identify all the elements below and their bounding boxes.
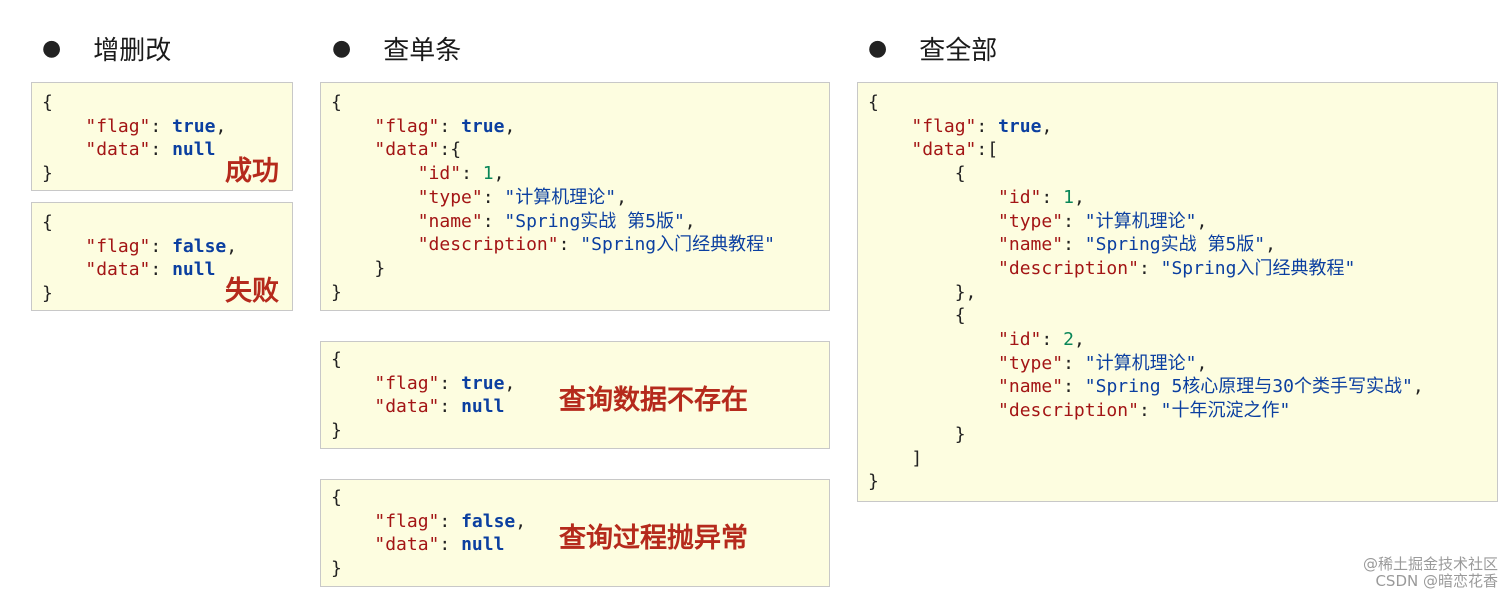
bullet-icon: ● [42,36,62,61]
code-block: { "flag": true, "data":[ { "id": 1, "typ… [868,92,1424,493]
label-exception: 查询过程抛异常 [559,523,748,554]
json-key: "type" [998,210,1064,232]
json-value: "Spring实战 第5版" [504,210,685,232]
code-box-single-success: { "flag": true, "data":{ "id": 1, "type"… [320,82,830,311]
code-block: { "flag": true, "data":{ "id": 1, "type"… [331,92,775,303]
json-key: "data" [374,534,440,556]
json-value: "计算机理论" [1084,352,1197,374]
json-key: "data" [85,139,151,161]
json-value: false [461,510,516,532]
code-box-single-exception: { "flag": false, "data": null } 查询过程抛异常 [320,479,830,587]
json-value: null [172,139,216,161]
json-key: "data" [85,259,151,281]
json-value: "十年沉淀之作" [1160,400,1291,422]
json-key: "description" [998,400,1139,422]
json-key: "id" [417,163,462,185]
json-value: true [172,115,216,137]
code-block: { "flag": true, "data": null } [331,349,516,442]
json-key: "flag" [374,372,440,394]
json-value: null [461,396,505,418]
json-value: 2 [1063,329,1074,351]
json-key: "name" [998,234,1064,256]
json-value: true [461,372,505,394]
json-value: "Spring实战 第5版" [1084,234,1266,256]
json-key: "flag" [374,115,440,137]
json-value: "计算机理论" [1084,210,1197,232]
json-value: "Spring入门经典教程" [1160,257,1356,279]
heading-crud-text: 增删改 [93,36,172,66]
code-block: { "flag": false, "data": null } [331,487,527,580]
json-key: "id" [998,186,1042,208]
json-key: "flag" [911,115,977,137]
label-not-found: 查询数据不存在 [559,385,748,416]
code-box-all: { "flag": true, "data":[ { "id": 1, "typ… [857,82,1498,502]
heading-crud: ● 增删改 [42,30,171,67]
heading-single-text: 查单条 [383,36,462,66]
label-success: 成功 [225,156,279,187]
json-value: "Spring入门经典教程" [580,234,775,256]
json-key: "data" [911,139,977,161]
watermark-line-2: CSDN @暗恋花香 [1375,572,1498,590]
json-key: "description" [417,234,559,256]
code-box-crud-failure: { "flag": false, "data": null } 失败 [31,202,293,311]
json-key: "data" [374,139,440,161]
json-key: "id" [998,329,1042,351]
heading-all: ● 查全部 [868,30,997,67]
json-value: true [461,115,505,137]
json-key: "type" [998,352,1064,374]
heading-single: ● 查单条 [332,30,461,67]
watermark-line-1: @稀土掘金技术社区 [1362,555,1498,573]
json-key: "name" [998,376,1064,398]
json-value: "Spring 5核心原理与30个类手写实战" [1084,376,1413,398]
code-block: { "flag": true, "data": null } [42,92,227,185]
code-box-crud-success: { "flag": true, "data": null } 成功 [31,82,293,191]
json-value: false [172,235,227,257]
bullet-icon: ● [868,36,888,61]
json-key: "description" [998,257,1139,279]
json-key: "flag" [374,510,440,532]
heading-all-text: 查全部 [919,36,998,66]
label-failure: 失败 [225,276,279,307]
json-value: 1 [482,163,494,185]
bullet-icon: ● [332,36,352,61]
json-key: "name" [417,210,483,232]
json-key: "data" [374,396,440,418]
code-box-single-not-found: { "flag": true, "data": null } 查询数据不存在 [320,341,830,449]
json-value: null [172,259,216,281]
json-key: "flag" [85,235,151,257]
watermark: @稀土掘金技术社区 CSDN @暗恋花香 [1363,553,1498,591]
json-key: "type" [417,186,483,208]
json-key: "flag" [85,115,151,137]
json-value: "计算机理论" [504,186,617,208]
json-value: true [998,115,1042,137]
json-value: 1 [1063,186,1074,208]
json-value: null [461,534,505,556]
code-block: { "flag": false, "data": null } [42,212,238,305]
